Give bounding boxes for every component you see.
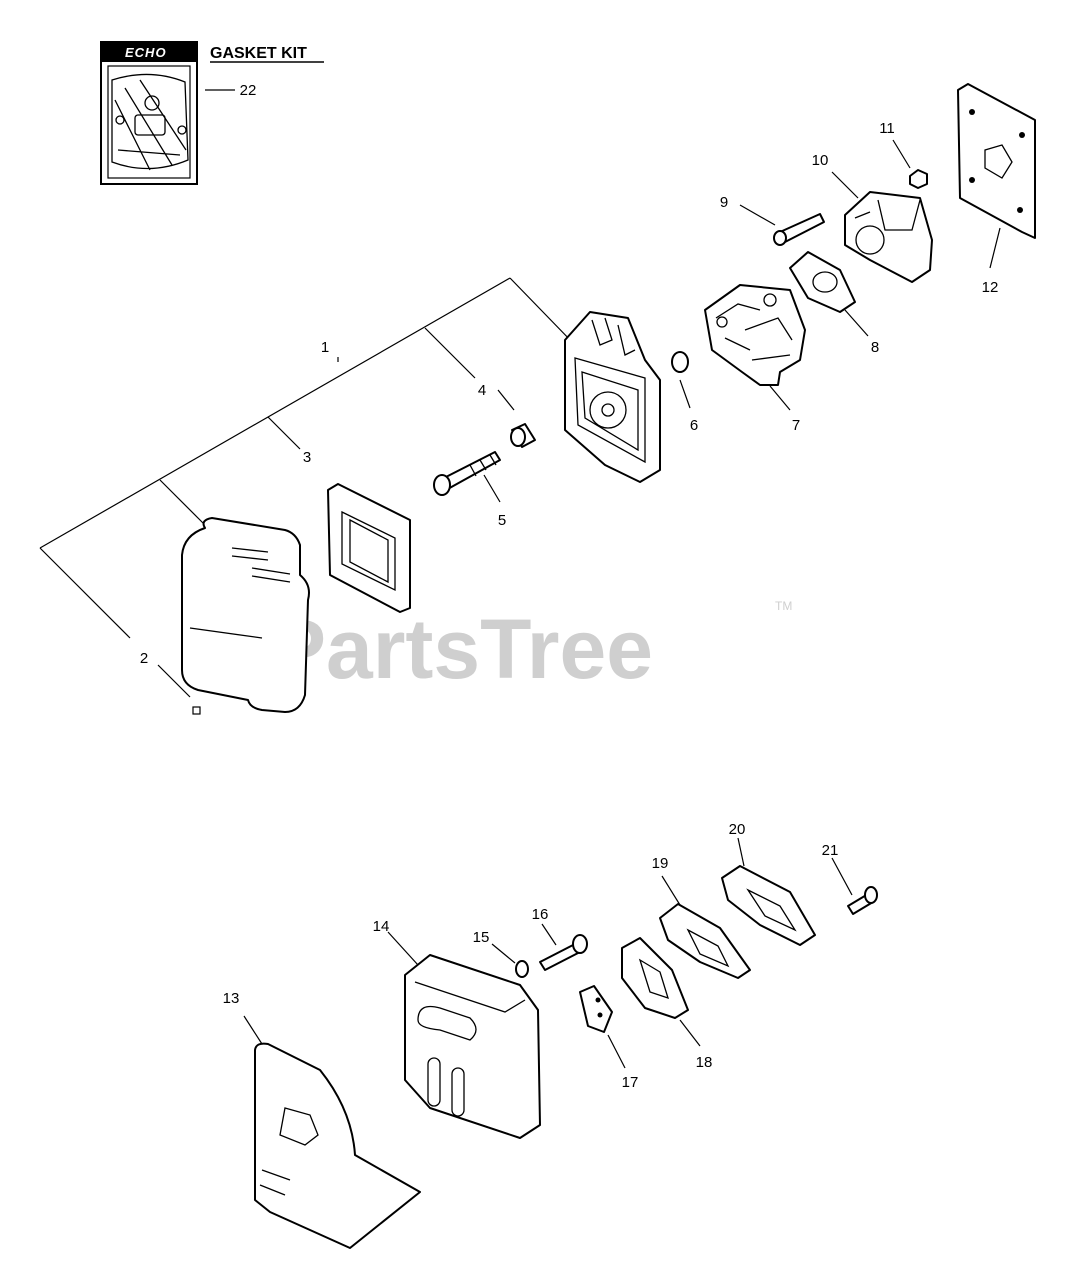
- screw-9: [773, 213, 825, 246]
- carburetor: [704, 284, 806, 386]
- gasket-kit-box: ECHO GASKET KIT 22: [100, 41, 324, 185]
- callout-9: 9: [720, 194, 728, 211]
- heat-shield: [254, 1042, 421, 1249]
- washer: [515, 960, 529, 978]
- gasket-kit-title: GASKET KIT: [210, 45, 307, 62]
- callout-18: 18: [696, 1054, 713, 1071]
- muffler-gasket: [621, 937, 689, 1019]
- callout-15: 15: [473, 929, 490, 946]
- echo-logo: ECHO: [125, 45, 167, 60]
- callout-14: 14: [373, 918, 390, 935]
- callout-21: 21: [822, 842, 839, 859]
- callout-7: 7: [792, 417, 800, 434]
- callout-3: 3: [303, 449, 311, 466]
- muffler-bolt: [539, 934, 588, 971]
- callout-2: 2: [140, 650, 148, 667]
- exhaust-bracket: [721, 865, 816, 946]
- air-cleaner-cover: [181, 517, 310, 715]
- callout-8: 8: [871, 339, 879, 356]
- callout-4: 4: [478, 382, 486, 399]
- callout-1: 1: [321, 339, 329, 356]
- callout-20: 20: [729, 821, 746, 838]
- parts-tree-watermark: PartsTree TM: [270, 599, 792, 696]
- nut: [909, 169, 928, 189]
- callout-19: 19: [652, 855, 669, 872]
- callout-16: 16: [532, 906, 549, 923]
- callout-labels: 1 2 3 4 5 6 7 8 9 10 11 12 13 14 15 16 1…: [140, 120, 999, 1091]
- watermark-text: PartsTree: [270, 602, 653, 696]
- insulator: [844, 191, 933, 283]
- muffler: [404, 954, 541, 1139]
- air-filter-element: [327, 483, 411, 613]
- assembly-bracket-1: [39, 277, 576, 698]
- gasket-plate: [957, 83, 1036, 239]
- watermark-tm: TM: [775, 599, 792, 613]
- exhaust-plate: [659, 903, 751, 979]
- callout-22: 22: [240, 82, 257, 99]
- callout-13: 13: [223, 990, 240, 1007]
- callout-12: 12: [982, 279, 999, 296]
- callout-10: 10: [812, 152, 829, 169]
- air-cleaner-case: [564, 311, 661, 483]
- o-ring: [671, 351, 689, 373]
- callout-11: 11: [879, 120, 895, 137]
- collar: [510, 423, 536, 448]
- bracket-bolt: [847, 886, 878, 915]
- carburetor-gasket: [789, 251, 856, 313]
- callout-5: 5: [498, 512, 506, 529]
- cleaner-bolt: [433, 451, 501, 496]
- callout-6: 6: [690, 417, 698, 434]
- callout-17: 17: [622, 1074, 639, 1091]
- part-2-clip: [192, 706, 201, 715]
- spark-arrestor-plate: [579, 985, 613, 1033]
- leader-lines: [243, 139, 1001, 1069]
